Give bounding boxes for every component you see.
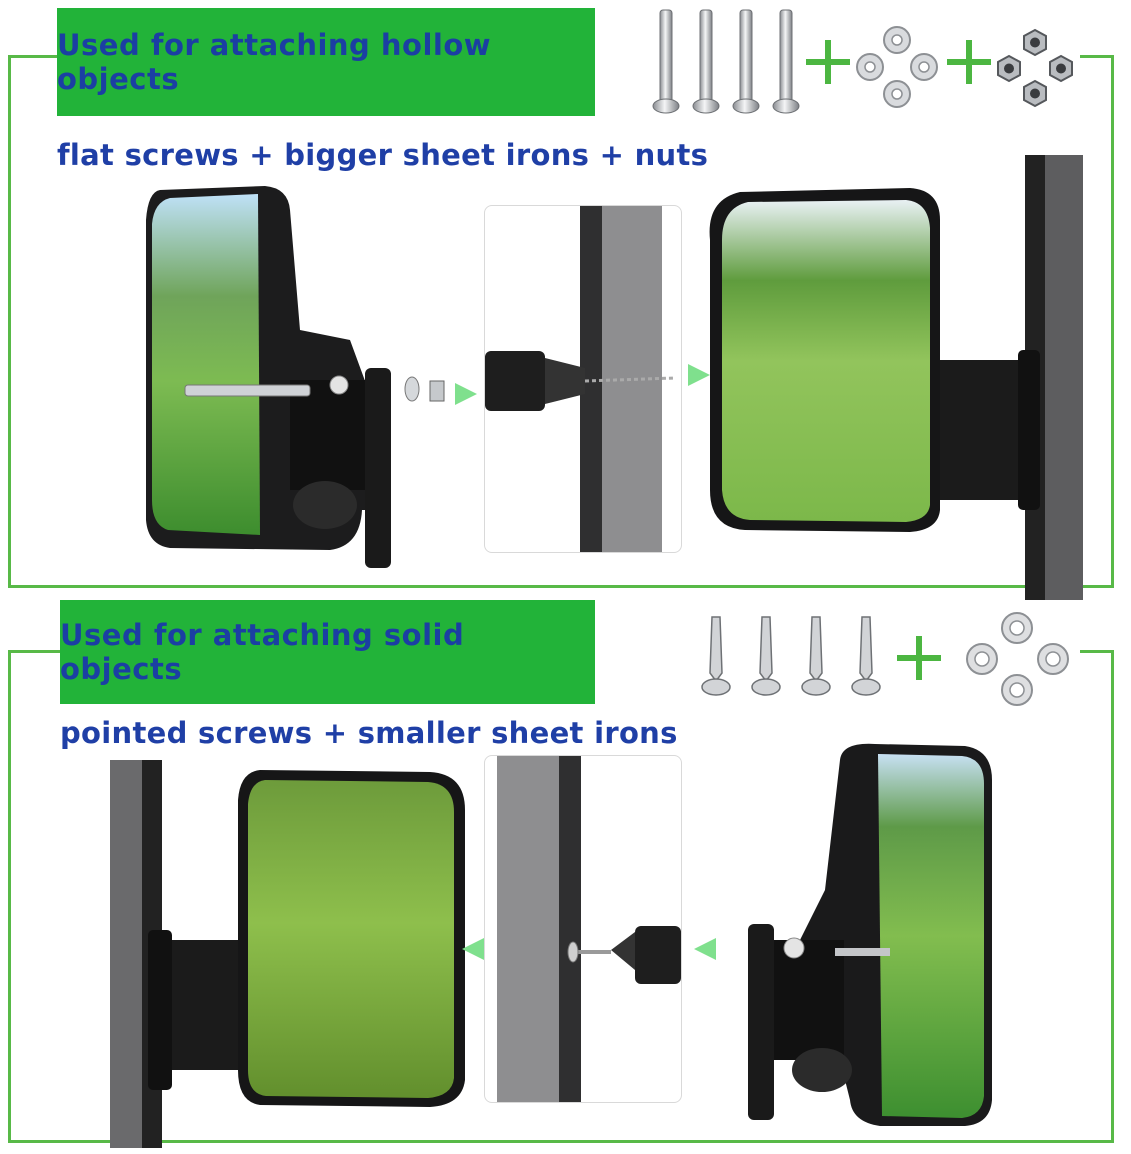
large-washer-icon	[856, 26, 938, 108]
arrow-right-icon	[455, 383, 477, 405]
hollow-objects-subtitle: flat screws + bigger sheet irons + nuts	[57, 138, 709, 172]
drill-icon	[485, 206, 676, 552]
solid-objects-banner: Used for attaching solid objects	[60, 600, 595, 704]
solid-objects-subtitle: pointed screws + smaller sheet irons	[60, 716, 678, 750]
top-frame-right-edge	[1080, 55, 1111, 58]
drill-icon-2	[497, 756, 681, 1102]
mirror-illustration-bottom-left	[110, 760, 465, 1148]
arrow-left-icon-2	[694, 938, 716, 960]
hollow-objects-banner: Used for attaching hollow objects	[57, 8, 595, 116]
mirror-illustration-bottom-right	[748, 743, 992, 1126]
plus-icon-3	[897, 636, 941, 680]
arrow-left-icon	[462, 938, 484, 960]
mirror-illustration-left	[146, 186, 391, 568]
plus-icon	[806, 40, 850, 84]
solid-objects-banner-text: Used for attaching solid objects	[60, 618, 465, 686]
pointed-screw-icon	[701, 616, 881, 696]
arrow-right-icon-2	[688, 364, 710, 386]
bottom-frame-left-edge	[8, 650, 60, 653]
bottom-frame-right-edge	[1080, 650, 1111, 653]
plus-icon-2	[947, 40, 991, 84]
hollow-objects-banner-text: Used for attaching hollow objects	[57, 28, 492, 96]
small-washer-icon	[966, 612, 1069, 706]
bottom-section-frame	[8, 650, 1114, 1143]
washer-and-nut-icon	[404, 376, 445, 402]
top-section-frame	[8, 55, 1114, 588]
flat-screw-icon	[652, 9, 800, 114]
drill-solid-panel	[484, 755, 682, 1103]
drill-hollow-panel	[484, 205, 682, 553]
nut-icon	[997, 28, 1073, 108]
top-frame-left-edge	[8, 55, 60, 58]
mirror-illustration-right	[709, 155, 1083, 600]
